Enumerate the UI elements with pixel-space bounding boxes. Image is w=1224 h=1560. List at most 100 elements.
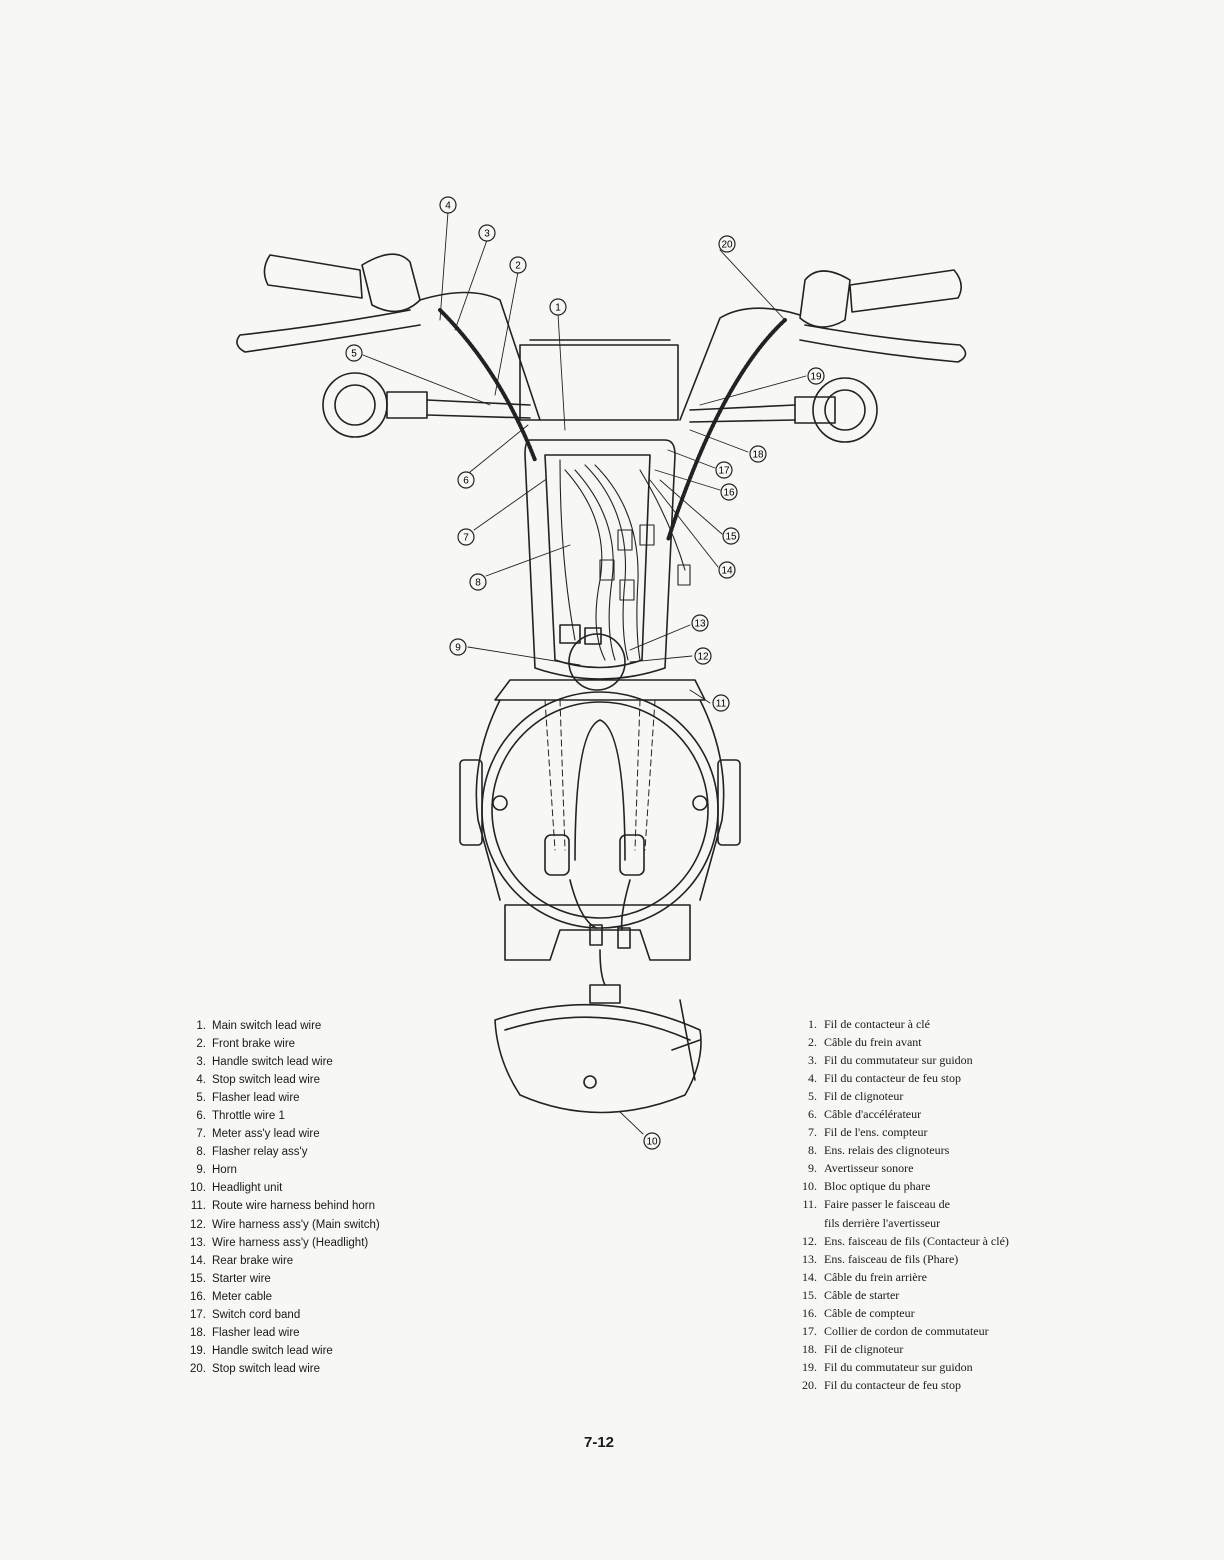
item-number: 14. bbox=[802, 1269, 817, 1284]
callout-8: 8 bbox=[469, 573, 487, 591]
item-number: 9. bbox=[196, 1164, 206, 1177]
item-number: 10. bbox=[190, 1182, 206, 1195]
item-number: 5. bbox=[196, 1092, 206, 1105]
callout-circle bbox=[549, 298, 567, 316]
item-text: Wire harness ass'y (Headlight) bbox=[212, 1236, 369, 1249]
legend-item: 7.Fil de l'ens. compteur bbox=[795, 1123, 1009, 1141]
callout-number: 13 bbox=[694, 619, 706, 630]
headlight-unit bbox=[494, 984, 702, 1114]
item-number: 15. bbox=[190, 1272, 206, 1285]
item-text: Handle switch lead wire bbox=[212, 1344, 333, 1357]
callout-circle bbox=[722, 527, 740, 545]
callout-circle bbox=[720, 483, 738, 501]
wire-harness bbox=[559, 459, 691, 661]
legend-item: 4.Stop switch lead wire bbox=[180, 1071, 380, 1089]
item-number: 3. bbox=[808, 1053, 817, 1068]
callout-number: 1 bbox=[555, 303, 561, 314]
callout-circle bbox=[457, 528, 475, 546]
item-number: 20. bbox=[802, 1377, 817, 1392]
item-text: Bloc optique du phare bbox=[824, 1179, 931, 1194]
item-text: Stop switch lead wire bbox=[212, 1074, 321, 1087]
legend-item: 9.Avertisseur sonore bbox=[795, 1159, 1009, 1177]
callout-20: 20 bbox=[718, 235, 736, 253]
callout-19: 19 bbox=[807, 367, 825, 385]
item-number: 14. bbox=[190, 1254, 206, 1267]
legend-item: 18.Flasher lead wire bbox=[180, 1324, 380, 1342]
item-number: 16. bbox=[190, 1290, 206, 1303]
item-number: 2. bbox=[196, 1038, 206, 1051]
callout-circle bbox=[712, 694, 730, 712]
item-number: 11. bbox=[802, 1197, 817, 1212]
callout-circle bbox=[439, 196, 457, 214]
item-text: Ens. faisceau de fils (Contacteur à clé) bbox=[824, 1233, 1009, 1248]
meter-assembly bbox=[519, 339, 679, 421]
callout-circle bbox=[345, 344, 363, 362]
leader-lines bbox=[362, 211, 807, 1135]
legend-item: 4.Fil du contacteur de feu stop bbox=[795, 1069, 1009, 1087]
legend-item: 6. Throttle wire 1 bbox=[180, 1107, 380, 1125]
callout-number: 12 bbox=[697, 652, 709, 663]
legend-item: 20.Stop switch lead wire bbox=[180, 1360, 380, 1378]
legend-item: 11.Faire passer le faisceau de bbox=[795, 1195, 1009, 1213]
legend-item: 3.Handle switch lead wire bbox=[180, 1053, 380, 1071]
item-number: 17. bbox=[802, 1323, 817, 1338]
legend-item: 7. Meter ass'y lead wire bbox=[180, 1125, 380, 1143]
callout-circle bbox=[718, 561, 736, 579]
page-number: 7-12 bbox=[584, 1434, 615, 1451]
legend-item: 13.Ens. faisceau de fils (Phare) bbox=[795, 1250, 1009, 1268]
legend-item: 12.Wire harness ass'y (Main switch) bbox=[180, 1216, 380, 1234]
item-text: Câble du frein avant bbox=[824, 1035, 922, 1050]
callout-9: 9 bbox=[449, 638, 467, 656]
callout-number: 15 bbox=[725, 532, 737, 543]
callout-number: 5 bbox=[351, 349, 357, 360]
callout-circle bbox=[457, 471, 475, 489]
legend-item: 20.Fil du contacteur de feu stop bbox=[795, 1376, 1009, 1394]
item-text: Câble d'accélérateur bbox=[824, 1107, 922, 1122]
item-text: Main switch lead wire bbox=[212, 1020, 322, 1032]
item-text: Throttle wire 1 bbox=[212, 1110, 285, 1123]
item-text: Front brake wire bbox=[212, 1038, 296, 1051]
item-text: Headlight unit bbox=[212, 1182, 283, 1195]
left-handlebar bbox=[236, 253, 541, 438]
legend-item: 10. Headlight unit bbox=[180, 1179, 380, 1197]
item-text: Fil de l'ens. compteur bbox=[824, 1125, 928, 1140]
item-text: Route wire harness behind horn bbox=[212, 1200, 376, 1213]
item-number: 13. bbox=[802, 1251, 817, 1266]
item-number: 9. bbox=[808, 1161, 817, 1176]
callout-circle bbox=[807, 367, 825, 385]
item-text: Horn bbox=[212, 1164, 237, 1177]
callout-number: 3 bbox=[484, 229, 490, 240]
item-number: 6. bbox=[196, 1110, 206, 1123]
legend-item: 16.Câble de compteur bbox=[795, 1304, 1009, 1322]
legend-item: 18.Fil de clignoteur bbox=[795, 1340, 1009, 1358]
callout-5: 5 bbox=[345, 344, 363, 362]
callout-11: 11 bbox=[712, 694, 730, 712]
item-text: Meter ass'y lead wire bbox=[212, 1128, 320, 1141]
item-text: Switch cord band bbox=[212, 1308, 301, 1321]
callout-4: 4 bbox=[439, 196, 457, 214]
legend-item: 13.Wire harness ass'y (Headlight) bbox=[180, 1234, 380, 1252]
legend-item: 14.Câble du frein arrière bbox=[795, 1268, 1009, 1286]
item-number: 15. bbox=[802, 1287, 817, 1302]
callout-18: 18 bbox=[749, 445, 767, 463]
legend-item: 17. Collier de cordon de commutateur bbox=[795, 1322, 1009, 1340]
item-text: Collier de cordon de commutateur bbox=[824, 1323, 989, 1338]
item-text: Ens. relais des clignoteurs bbox=[824, 1143, 950, 1158]
callout-7: 7 bbox=[457, 528, 475, 546]
legend-item: 11.Route wire harness behind horn bbox=[180, 1197, 380, 1215]
callout-3: 3 bbox=[478, 224, 496, 242]
legend-item-continuation: fils derrière l'avertisseur bbox=[824, 1215, 941, 1230]
item-text: Flasher lead wire bbox=[212, 1326, 300, 1339]
item-number: 7. bbox=[196, 1128, 206, 1141]
callout-number: 6 bbox=[463, 476, 469, 487]
callout-13: 13 bbox=[691, 614, 709, 632]
legend-item: 16.Meter cable bbox=[180, 1288, 380, 1306]
item-text: Fil du commutateur sur guidon bbox=[824, 1053, 973, 1068]
legend-item: 8. Ens. relais des clignoteurs bbox=[795, 1141, 1009, 1159]
item-number: 3. bbox=[196, 1056, 206, 1069]
legend-item: 19.Fil du commutateur sur guidon bbox=[795, 1358, 1009, 1376]
item-text: Câble de compteur bbox=[824, 1305, 915, 1320]
callout-number: 4 bbox=[445, 201, 451, 212]
item-number: 8. bbox=[808, 1143, 817, 1158]
